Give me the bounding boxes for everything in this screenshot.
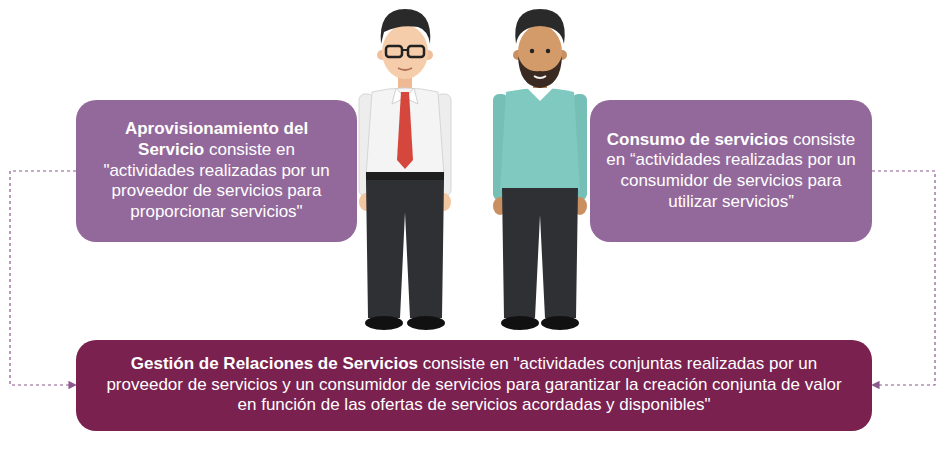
definition-box: Aprovisionamiento del Servicio consiste … (76, 100, 357, 242)
definition-box: Consumo de servicios consiste en “activi… (590, 100, 872, 242)
box-definition: consiste en "actividades realizadas por … (103, 140, 329, 221)
box-text: Consumo de servicios consiste en “activi… (606, 130, 856, 213)
person-provider (359, 9, 451, 330)
box-heading: Consumo de servicios (607, 130, 788, 149)
box-text: Gestión de Relaciones de Servicios consi… (96, 354, 852, 416)
dashed-connector (872, 171, 935, 385)
person-consumer (493, 9, 587, 330)
dashed-connector (10, 171, 76, 385)
definition-box: Gestión de Relaciones de Servicios consi… (76, 340, 872, 431)
box-text: Aprovisionamiento del Servicio consiste … (92, 119, 341, 223)
box-heading: Gestión de Relaciones de Servicios (131, 354, 418, 373)
